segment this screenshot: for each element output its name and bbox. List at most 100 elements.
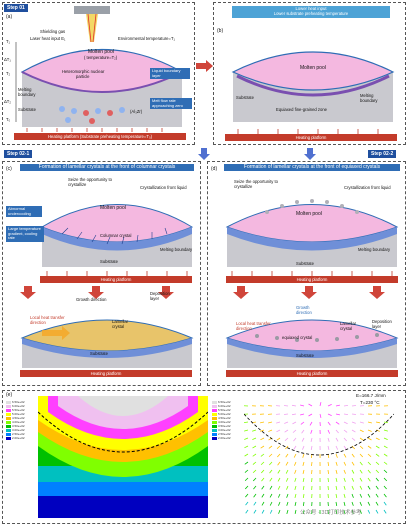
vector-arrow bbox=[302, 453, 305, 458]
vector-arrow bbox=[359, 461, 363, 466]
vector-arrow bbox=[261, 485, 265, 490]
vector-arrow bbox=[351, 437, 356, 441]
vector-arrow bbox=[291, 404, 297, 407]
vector-arrow bbox=[302, 501, 305, 507]
vector-arrow bbox=[293, 437, 297, 442]
vector-arrow bbox=[343, 477, 346, 482]
liquid-boundary-label: Liquid boundary layer bbox=[150, 68, 190, 80]
step022-tag: Step 02-2 bbox=[368, 150, 397, 158]
vector-arrow bbox=[343, 421, 348, 425]
vector-arrow bbox=[351, 453, 355, 458]
vector-arrow bbox=[277, 461, 281, 466]
vector-arrow bbox=[335, 421, 340, 425]
vector-arrow bbox=[327, 437, 330, 442]
vector-arrow bbox=[359, 453, 364, 458]
watermark: 公众号 · 3D打印技术参考 bbox=[300, 510, 362, 516]
vector-arrow bbox=[244, 445, 249, 449]
vector-arrow bbox=[375, 493, 379, 498]
vector-arrow bbox=[252, 445, 257, 449]
vector-arrow bbox=[375, 501, 379, 506]
vector-arrow bbox=[343, 501, 346, 506]
vector-arrow bbox=[308, 403, 313, 407]
vector-arrow bbox=[375, 461, 380, 465]
large-gradient-label: Large temperature gradient, cooling rate bbox=[6, 226, 44, 242]
vector-arrow bbox=[343, 509, 346, 514]
env-label: Environmental temperature=T₁ bbox=[118, 36, 175, 41]
laser-label: Laser heat input E₁ bbox=[30, 36, 66, 41]
panel-b-label: (b) bbox=[217, 28, 224, 34]
hetero-label: Heteromorphic nuclear bbox=[62, 69, 105, 74]
substrate2-label-c: Substrate bbox=[90, 351, 108, 356]
seize-label-c: Seize the opportunity to crystallize bbox=[68, 177, 112, 187]
vector-arrow bbox=[359, 485, 363, 490]
vector-arrow bbox=[301, 437, 305, 442]
vector-arrow bbox=[260, 453, 265, 457]
vector-arrow bbox=[252, 453, 257, 457]
step01-frame bbox=[2, 2, 195, 145]
growth-label-d: Growth direction bbox=[296, 305, 312, 315]
melting-label-c: Melting boundary bbox=[160, 247, 193, 252]
laser-beam bbox=[86, 14, 98, 42]
vector-arrow bbox=[367, 509, 371, 514]
vector-arrow bbox=[244, 469, 249, 473]
vector-arrow bbox=[283, 405, 289, 407]
vector-arrow bbox=[300, 404, 305, 407]
vector-arrow bbox=[260, 437, 265, 441]
vector-arrow bbox=[261, 469, 265, 474]
vector-arrow bbox=[335, 453, 338, 458]
vector-arrow bbox=[367, 429, 372, 432]
panel-d-label: (d) bbox=[211, 166, 218, 172]
deposition-label-c: Deposition layer bbox=[150, 291, 170, 301]
vector-arrow bbox=[261, 493, 265, 498]
vector-arrow bbox=[293, 453, 297, 458]
alzr-label: (Al₃Zr) bbox=[130, 109, 143, 114]
step021-frame bbox=[2, 161, 201, 386]
substrate2-label-d: Substrate bbox=[296, 353, 314, 358]
vector-arrow bbox=[335, 501, 338, 507]
vector-arrow bbox=[375, 469, 380, 474]
equiaxed-label-b: Equiaxed fine-grained zone bbox=[276, 107, 327, 112]
vector-arrow bbox=[383, 429, 388, 432]
vector-arrow bbox=[260, 421, 265, 424]
vector-arrow bbox=[269, 501, 273, 506]
vector-arrow bbox=[351, 493, 354, 498]
vector-arrow bbox=[278, 501, 281, 506]
vector-arrow bbox=[252, 461, 257, 465]
vector-arrow bbox=[253, 485, 257, 490]
vector-arrow bbox=[335, 493, 338, 498]
platform-c: Heating platform bbox=[40, 276, 192, 283]
vector-arrow bbox=[269, 477, 273, 482]
vector-arrow bbox=[283, 413, 289, 415]
t1-label: T₁ bbox=[6, 39, 10, 44]
step022-title: Formation of lamellar crystals at the fr… bbox=[224, 164, 400, 171]
vector-arrow bbox=[335, 469, 338, 474]
vector-arrow bbox=[367, 445, 372, 449]
local-label-d: Local heat transfer direction bbox=[236, 321, 271, 331]
panelB-frame bbox=[213, 2, 406, 145]
legend-left: 6.50e+02 6.00e+02 5.50e+02 5.00e+02 4.50… bbox=[6, 400, 25, 440]
lamellar-label-d: Lamellar crystal bbox=[340, 321, 357, 331]
vector-arrow bbox=[294, 461, 297, 466]
vector-arrow bbox=[319, 402, 322, 407]
vector-arrow bbox=[276, 429, 281, 433]
vector-arrow bbox=[294, 485, 297, 490]
vector-arrow bbox=[302, 477, 305, 482]
vector-arrow bbox=[335, 413, 340, 416]
vector-arrow bbox=[359, 509, 362, 514]
vector-arrow bbox=[252, 469, 257, 474]
vector-arrow bbox=[351, 485, 354, 490]
vector-arrow bbox=[300, 421, 305, 425]
vector-arrow bbox=[301, 429, 305, 434]
vector-arrow bbox=[327, 404, 332, 407]
vector-arrow bbox=[302, 445, 305, 450]
vector-arrow bbox=[252, 437, 257, 440]
vector-arrow bbox=[343, 413, 349, 416]
vector-arrow bbox=[276, 437, 281, 441]
vector-arrow bbox=[303, 509, 305, 515]
panelB-title: Lower heat input Lower substrate preheat… bbox=[232, 6, 390, 18]
vector-arrow bbox=[294, 501, 297, 506]
vector-arrow bbox=[286, 501, 289, 506]
vector-arrow bbox=[269, 461, 273, 466]
abnormal-label: Abnormal undercooling bbox=[6, 206, 42, 218]
vector-arrow bbox=[302, 485, 305, 491]
